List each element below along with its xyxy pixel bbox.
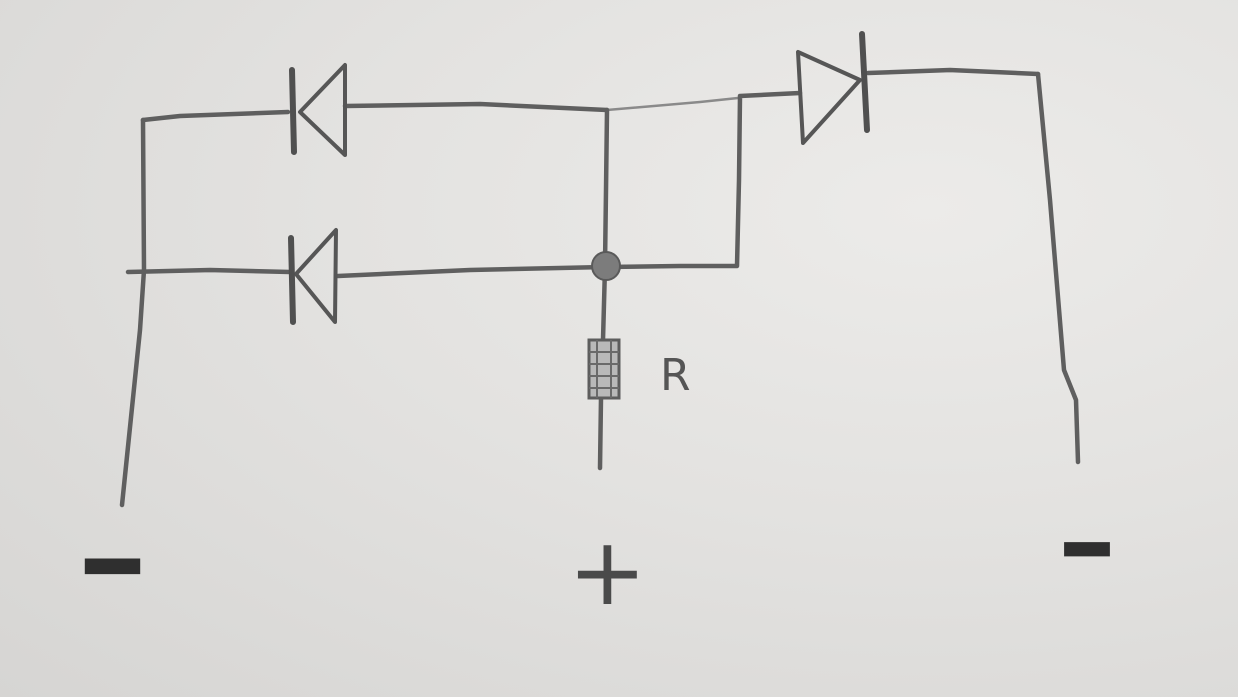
diode-middle-left-cathode-bar <box>288 235 296 325</box>
junction-dot <box>591 251 621 281</box>
wire-top-far-right <box>865 67 1041 77</box>
wire-middle-center <box>335 264 608 279</box>
diode-top-right-triangle <box>796 50 862 145</box>
diode-top-left-triangle <box>298 63 347 157</box>
resistor-body <box>587 338 621 400</box>
wires <box>119 67 1081 508</box>
diode-top-right <box>796 31 870 145</box>
diode-middle-left-triangle <box>294 228 338 324</box>
resistor-label: R <box>660 350 691 401</box>
wire-left-rail <box>119 117 147 508</box>
wire-right-rail <box>1035 71 1081 465</box>
wire-top-center <box>342 101 610 113</box>
wire-middle-right <box>602 90 803 270</box>
resistor <box>587 338 621 400</box>
wire-from-resistor <box>597 395 604 471</box>
wire-top-right-faint <box>605 96 740 112</box>
wire-middle-left <box>125 267 293 275</box>
wire-center-column <box>602 107 610 268</box>
diode-top-left <box>289 63 347 157</box>
diode-middle-left <box>288 228 338 325</box>
diode-top-right-cathode-bar <box>859 31 870 133</box>
diode-top-left-cathode-bar <box>289 67 297 155</box>
wire-top-left <box>140 109 291 123</box>
terminal-center-label: + <box>568 518 647 627</box>
terminal-left-label: - <box>75 496 150 624</box>
terminal-right-label: - <box>1056 485 1118 602</box>
